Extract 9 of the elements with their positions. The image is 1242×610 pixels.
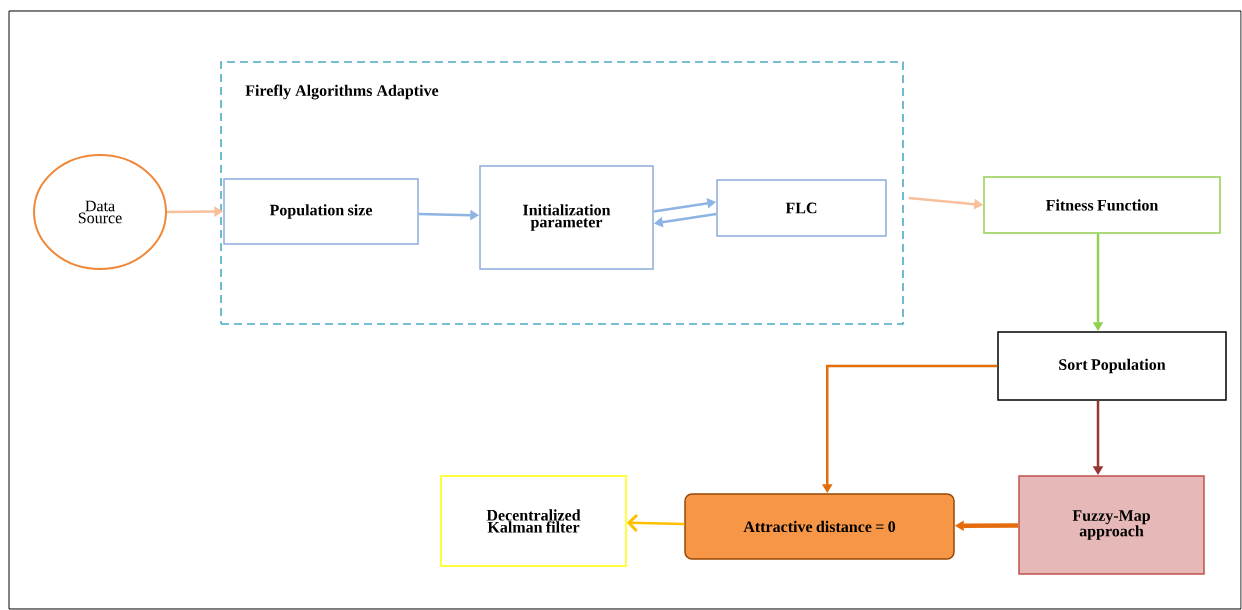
process-box: Fitness Function [983,176,1221,234]
process-box: Initialization parameter [479,165,654,270]
arrow [626,513,685,532]
process-box: Attractive distance = 0 [684,493,955,560]
process-box: Sort Population [997,331,1227,401]
process-box: Population size [223,178,419,245]
process-box: Fuzzy-Map approach [1018,475,1205,575]
process-box: FLC [716,179,887,237]
output-box: Decentralized Kalman filter [440,475,627,567]
